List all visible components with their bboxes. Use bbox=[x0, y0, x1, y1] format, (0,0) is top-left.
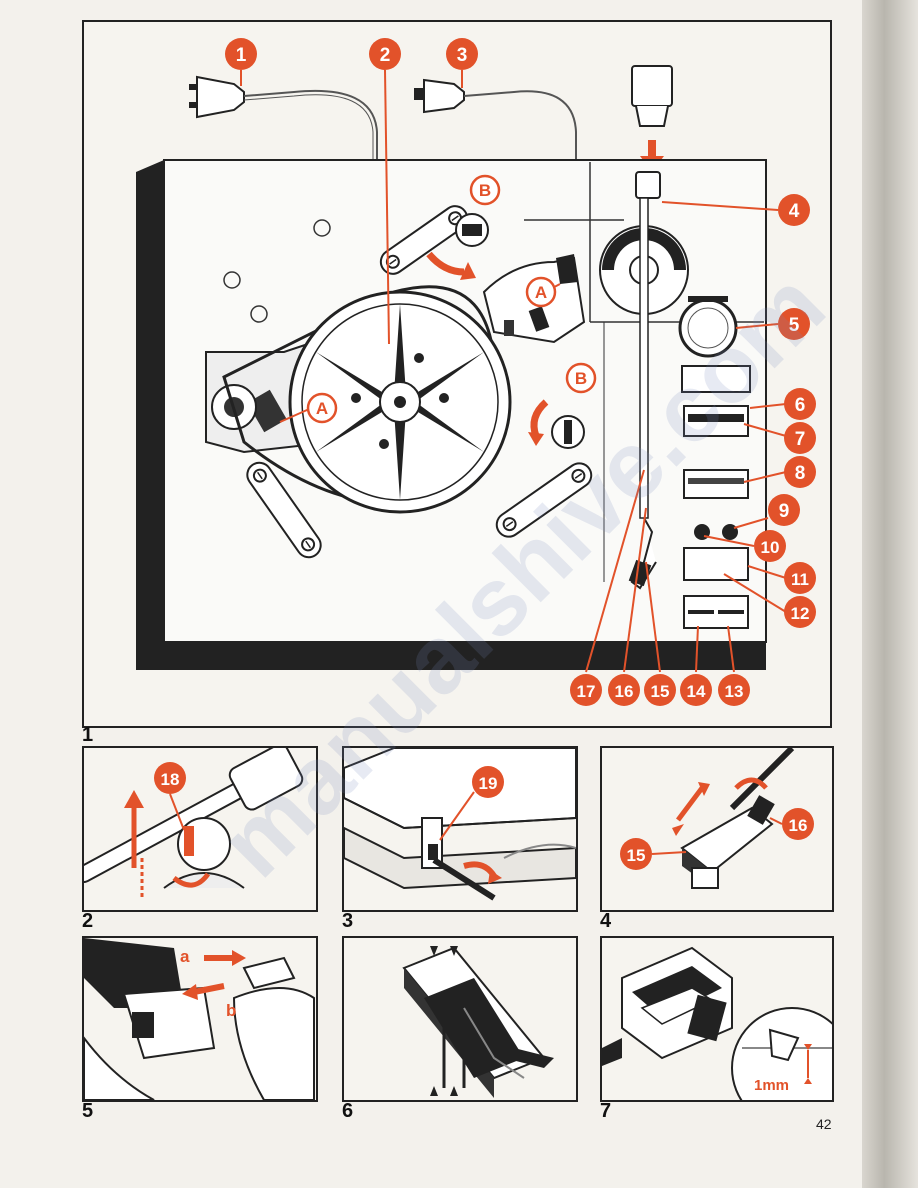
figure-4-number: 4 bbox=[600, 910, 612, 932]
svg-text:13: 13 bbox=[725, 682, 744, 701]
callout-9: 9 bbox=[768, 494, 800, 526]
callout-17: 17 bbox=[570, 674, 602, 706]
callout-13: 13 bbox=[718, 674, 750, 706]
svg-text:16: 16 bbox=[789, 816, 808, 835]
figure-2-panel: 18 bbox=[82, 746, 318, 912]
svg-text:15: 15 bbox=[627, 846, 646, 865]
callout-16: 16 bbox=[608, 674, 640, 706]
svg-text:17: 17 bbox=[577, 682, 596, 701]
measure-label: 1mm bbox=[754, 1077, 789, 1094]
callout-18: 18 bbox=[154, 762, 186, 794]
svg-text:5: 5 bbox=[789, 315, 800, 336]
label-b: b bbox=[226, 1001, 236, 1020]
figure-1-number: 1 bbox=[82, 724, 94, 746]
figure-5-panel: a b bbox=[82, 936, 318, 1102]
tonearm-base bbox=[599, 171, 689, 590]
svg-text:1: 1 bbox=[236, 45, 247, 66]
control-strips bbox=[681, 365, 751, 629]
svg-text:10: 10 bbox=[761, 538, 780, 557]
svg-text:18: 18 bbox=[161, 770, 180, 789]
svg-text:11: 11 bbox=[791, 570, 809, 589]
svg-text:A: A bbox=[316, 399, 328, 418]
figure-7-number: 7 bbox=[600, 1100, 612, 1122]
figure-3-panel: 19 bbox=[342, 746, 578, 912]
callout-16b: 16 bbox=[782, 808, 814, 840]
turntable-diagram: A A B B 1 2 3 4 5 6 7 8 9 10 11 12 13 14… bbox=[136, 38, 816, 706]
figure-6-number: 6 bbox=[342, 1100, 354, 1122]
svg-text:2: 2 bbox=[380, 45, 391, 66]
figure-2-number: 2 bbox=[82, 910, 94, 932]
svg-text:9: 9 bbox=[779, 501, 790, 522]
svg-text:16: 16 bbox=[615, 682, 634, 701]
figure-1-panel: A A B B 1 2 3 4 5 6 7 8 9 10 11 12 13 14… bbox=[82, 20, 832, 728]
figure-4-panel: 16 15 bbox=[600, 746, 834, 912]
svg-text:6: 6 bbox=[795, 395, 806, 416]
figure-6-panel bbox=[342, 936, 578, 1102]
callout-15: 15 bbox=[644, 674, 676, 706]
svg-text:19: 19 bbox=[479, 774, 498, 793]
svg-text:B: B bbox=[479, 181, 491, 200]
callout-11: 11 bbox=[784, 562, 816, 594]
figure-7-panel: 1mm bbox=[600, 936, 834, 1102]
page-edge-shadow bbox=[862, 0, 918, 1188]
svg-text:14: 14 bbox=[687, 682, 706, 701]
svg-text:3: 3 bbox=[457, 45, 468, 66]
counterweight bbox=[631, 65, 673, 172]
screw-b-bottom bbox=[551, 415, 585, 449]
marker-a-left: A bbox=[306, 392, 338, 424]
svg-text:B: B bbox=[575, 369, 587, 388]
page-number: 42 bbox=[816, 1116, 832, 1132]
svg-text:A: A bbox=[535, 283, 547, 302]
rotate-arrow-top bbox=[426, 251, 465, 276]
callout-4: 4 bbox=[778, 194, 810, 226]
svg-text:8: 8 bbox=[795, 463, 806, 484]
callout-5: 5 bbox=[778, 308, 810, 340]
screw-b-top bbox=[455, 213, 489, 247]
svg-text:15: 15 bbox=[651, 682, 670, 701]
figure-5-number: 5 bbox=[82, 1100, 94, 1122]
platter bbox=[222, 285, 512, 514]
signal-plug bbox=[414, 78, 577, 162]
leader-lines bbox=[240, 69, 787, 673]
callout-2: 2 bbox=[369, 38, 401, 70]
marker-b-top: B bbox=[469, 174, 501, 206]
callout-3: 3 bbox=[446, 38, 478, 70]
callout-6: 6 bbox=[784, 388, 816, 420]
figure-3-number: 3 bbox=[342, 910, 354, 932]
callout-1: 1 bbox=[225, 38, 257, 70]
svg-text:7: 7 bbox=[795, 429, 806, 450]
callout-15b: 15 bbox=[620, 838, 652, 870]
callout-7: 7 bbox=[784, 422, 816, 454]
callout-10: 10 bbox=[754, 530, 786, 562]
power-plug bbox=[189, 75, 378, 162]
marker-a-center: A bbox=[525, 276, 557, 308]
rotate-arrow-bottom bbox=[530, 399, 549, 438]
callout-12: 12 bbox=[784, 596, 816, 628]
label-a: a bbox=[180, 947, 190, 966]
svg-text:4: 4 bbox=[789, 201, 800, 222]
callout-19: 19 bbox=[472, 766, 504, 798]
callout-14: 14 bbox=[680, 674, 712, 706]
callout-8: 8 bbox=[784, 456, 816, 488]
marker-b-bottom: B bbox=[565, 362, 597, 394]
svg-text:12: 12 bbox=[791, 604, 810, 623]
transport-bracket-top bbox=[379, 205, 469, 275]
